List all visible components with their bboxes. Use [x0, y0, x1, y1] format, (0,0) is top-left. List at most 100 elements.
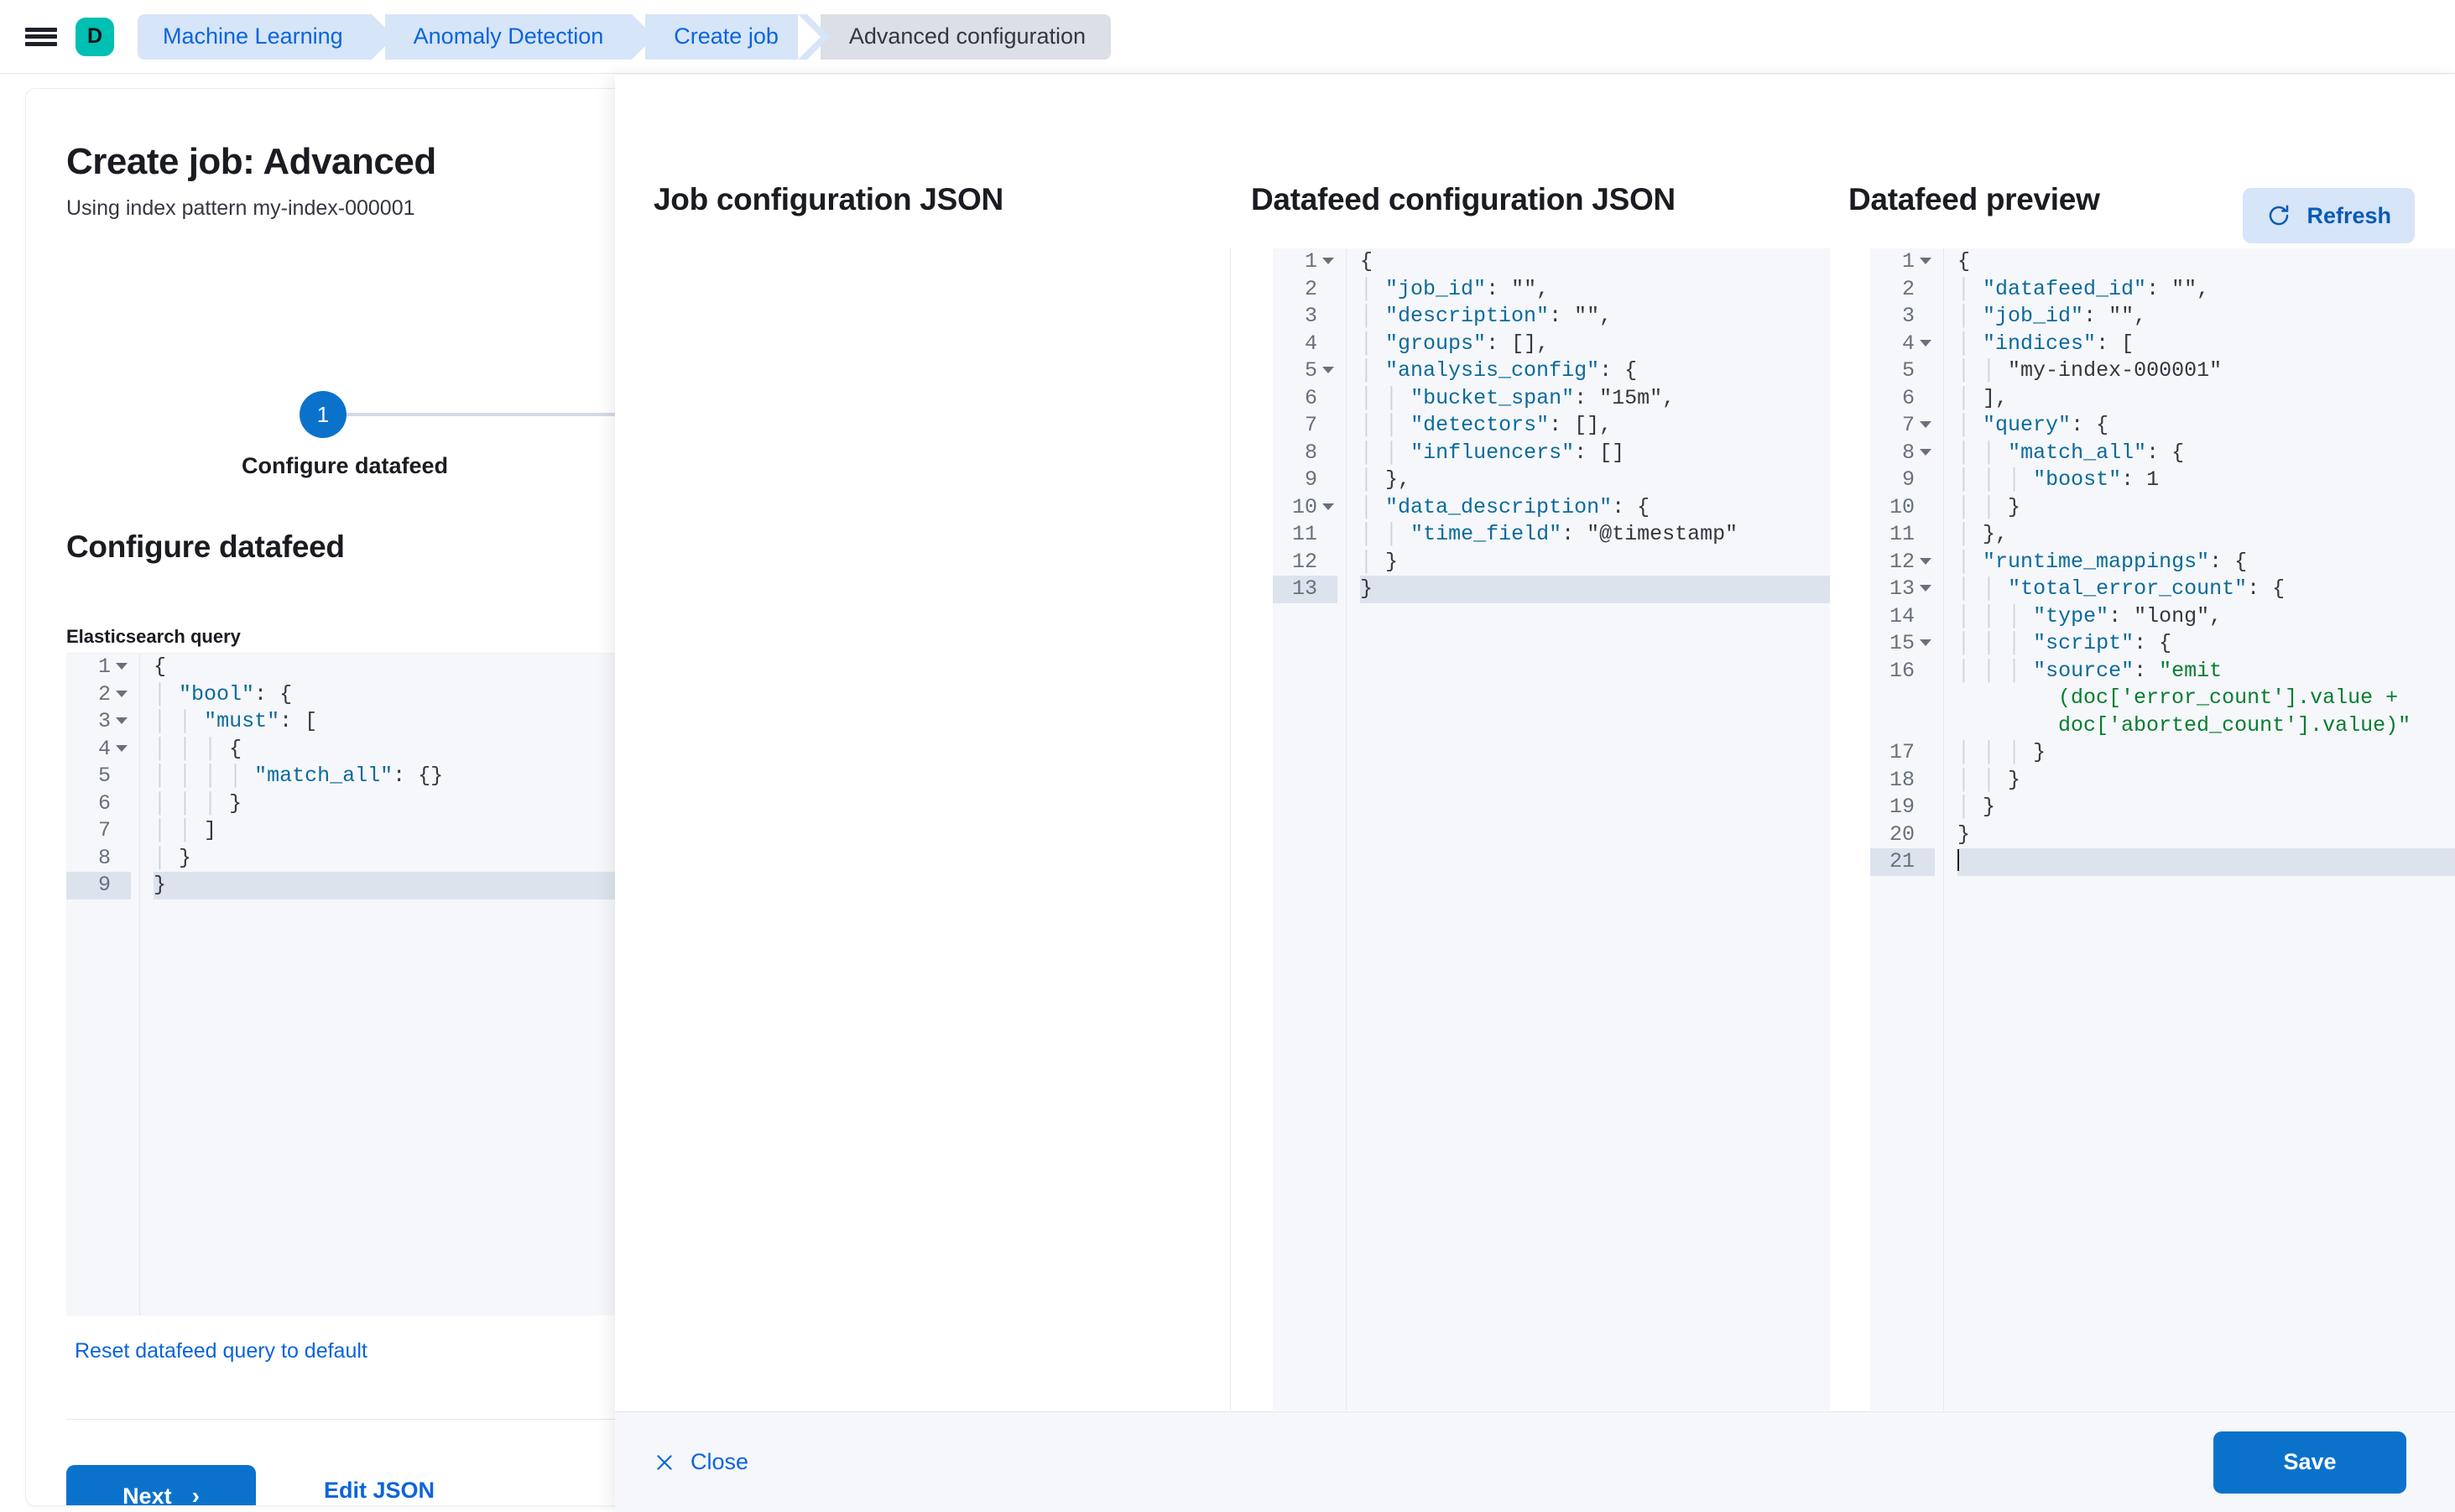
editor-line-number: 1: [1273, 248, 1337, 276]
editor-line-number: 5: [1901, 358, 1915, 383]
code-fold-icon[interactable]: [1920, 258, 1931, 264]
job-configuration-json-heading: Job configuration JSON: [654, 182, 1003, 216]
editor-line-number: 18: [1889, 767, 1915, 792]
editor-line[interactable]: │ "job_id": "",: [1360, 276, 1550, 301]
editor-line-number: 4: [1304, 331, 1317, 356]
editor-line[interactable]: │ │ "total_error_count": {: [1957, 576, 2286, 601]
editor-line[interactable]: │ "runtime_mappings": {: [1957, 549, 2248, 574]
editor-line[interactable]: │ │ "bucket_span": "15m",: [1360, 385, 1676, 410]
editor-line[interactable]: │ │ "detectors": [],: [1360, 413, 1613, 437]
code-fold-icon[interactable]: [1920, 421, 1931, 428]
code-fold-icon[interactable]: [116, 717, 128, 724]
editor-line[interactable]: │ │ "influencers": []: [1360, 440, 1625, 465]
editor-line-number: 7: [1304, 413, 1317, 437]
editor-line[interactable]: {: [1360, 249, 1373, 274]
breadcrumb-item-create-job[interactable]: Create job: [645, 13, 830, 60]
save-button[interactable]: Save: [2213, 1431, 2406, 1494]
code-fold-icon[interactable]: [1920, 639, 1931, 646]
hamburger-menu-icon[interactable]: [25, 24, 57, 50]
editor-line[interactable]: │ │ │ "boost": 1: [1957, 467, 2160, 492]
reset-datafeed-query-link[interactable]: Reset datafeed query to default: [75, 1339, 367, 1363]
editor-line[interactable]: │ │ │ "type": "long",: [1957, 603, 2223, 628]
card-divider: [66, 1419, 662, 1420]
editor-line[interactable]: │ │ │ "script": {: [1957, 631, 2172, 655]
chevron-right-icon: ›: [191, 1483, 200, 1506]
editor-line[interactable]: │ │ │ {: [154, 736, 242, 761]
editor-line[interactable]: │ │ │ "source": "emit (doc['error_count'…: [1957, 658, 2411, 738]
editor-line-number: 20: [1889, 821, 1915, 847]
editor-line[interactable]: │ "query": {: [1957, 413, 2109, 437]
editor-line[interactable]: │ │ │ }: [1957, 740, 2046, 764]
code-fold-icon[interactable]: [116, 663, 128, 670]
wizard-stepper: 1 Configure datafeed: [26, 374, 662, 492]
editor-line[interactable]: │ },: [1957, 522, 2009, 546]
column-separator: [1230, 248, 1231, 1410]
editor-line[interactable]: │ "description": "",: [1360, 304, 1613, 328]
editor-line-number: 13: [1273, 576, 1337, 603]
code-fold-icon[interactable]: [116, 744, 128, 752]
editor-line[interactable]: │ │ │ }: [154, 790, 242, 816]
code-fold-icon[interactable]: [1920, 557, 1931, 565]
editor-line[interactable]: }: [1360, 576, 1830, 603]
editor-line-number: 19: [1889, 795, 1915, 819]
editor-line[interactable]: │ │ }: [1957, 494, 2021, 519]
avatar[interactable]: D: [76, 17, 114, 56]
editor-line-number: 11: [1889, 522, 1915, 546]
editor-line[interactable]: │ }: [1957, 795, 1996, 819]
editor-line[interactable]: │ │ ]: [154, 818, 217, 842]
editor-line[interactable]: [1957, 848, 2455, 876]
editor-code[interactable]: {│ "bool": { │ │ "must": [ │ │ │ { │ │ │ │ …: [140, 654, 662, 1316]
editor-line-number: 9: [1304, 467, 1317, 492]
code-fold-icon[interactable]: [1322, 367, 1334, 373]
editor-code[interactable]: {│ "datafeed_id": "", │ "job_id": "", │ "i…: [1944, 248, 2455, 1410]
editor-line[interactable]: │ │ "match_all": {: [1957, 440, 2185, 465]
code-fold-icon[interactable]: [1920, 339, 1931, 347]
editor-line[interactable]: │ │ }: [1957, 767, 2021, 792]
editor-line[interactable]: │ },: [1360, 467, 1411, 492]
editor-line[interactable]: │ }: [1360, 549, 1399, 574]
stepper-step-1-badge[interactable]: 1: [300, 391, 347, 438]
editor-code[interactable]: {│ "job_id": "", │ "description": "", │ "g…: [1347, 248, 1830, 1410]
edit-json-button[interactable]: Edit JSON: [324, 1478, 435, 1503]
page-title: Create job: Advanced: [66, 141, 436, 182]
breadcrumb-item-anomaly-detection[interactable]: Anomaly Detection: [384, 13, 654, 60]
editor-line[interactable]: │ │ │ │ "match_all": {}: [154, 764, 444, 788]
code-fold-icon[interactable]: [116, 690, 128, 697]
breadcrumb-item-advanced-configuration[interactable]: Advanced configuration: [797, 13, 1112, 60]
editor-line[interactable]: {: [1957, 249, 1971, 274]
next-button[interactable]: Next ›: [66, 1465, 256, 1506]
editor-line[interactable]: │ "groups": [],: [1360, 331, 1550, 356]
editor-line-number: 7: [97, 818, 111, 842]
editor-line[interactable]: │ │ "must": [: [154, 709, 318, 733]
breadcrumb-item-machine-learning[interactable]: Machine Learning: [138, 13, 394, 60]
editor-line[interactable]: │ "bool": {: [154, 681, 293, 706]
code-fold-icon[interactable]: [1920, 448, 1931, 456]
editor-line[interactable]: }: [154, 872, 662, 899]
refresh-button[interactable]: Refresh: [2243, 188, 2415, 243]
close-button[interactable]: Close: [654, 1449, 748, 1475]
code-fold-icon[interactable]: [1322, 503, 1334, 510]
editor-line[interactable]: }: [1957, 821, 1971, 847]
code-fold-icon[interactable]: [1920, 585, 1931, 592]
editor-line-number: 14: [1889, 603, 1915, 628]
next-button-label: Next: [122, 1483, 172, 1506]
editor-line-number: 12: [1291, 549, 1317, 574]
editor-line[interactable]: {: [154, 654, 167, 679]
datafeed-preview-heading: Datafeed preview: [1848, 182, 2100, 216]
editor-line[interactable]: │ "datafeed_id": "",: [1957, 276, 2210, 301]
editor-line[interactable]: │ ],: [1957, 385, 2009, 410]
editor-line[interactable]: │ "data_description": {: [1360, 494, 1650, 519]
editor-line[interactable]: │ }: [154, 845, 192, 870]
hamburger-bar: [25, 27, 57, 32]
editor-line[interactable]: │ │ "my-index-000001": [1957, 358, 2223, 383]
editor-line[interactable]: │ "job_id": "",: [1957, 304, 2147, 328]
editor-line-number: 3: [66, 708, 131, 736]
code-fold-icon[interactable]: [1322, 258, 1334, 264]
editor-line[interactable]: │ "analysis_config": {: [1360, 358, 1638, 383]
editor-line[interactable]: │ "indices": [: [1957, 331, 2134, 356]
refresh-circular-arrow-icon: [2270, 205, 2289, 226]
editor-line[interactable]: │ │ "time_field": "@timestamp": [1360, 522, 1738, 546]
